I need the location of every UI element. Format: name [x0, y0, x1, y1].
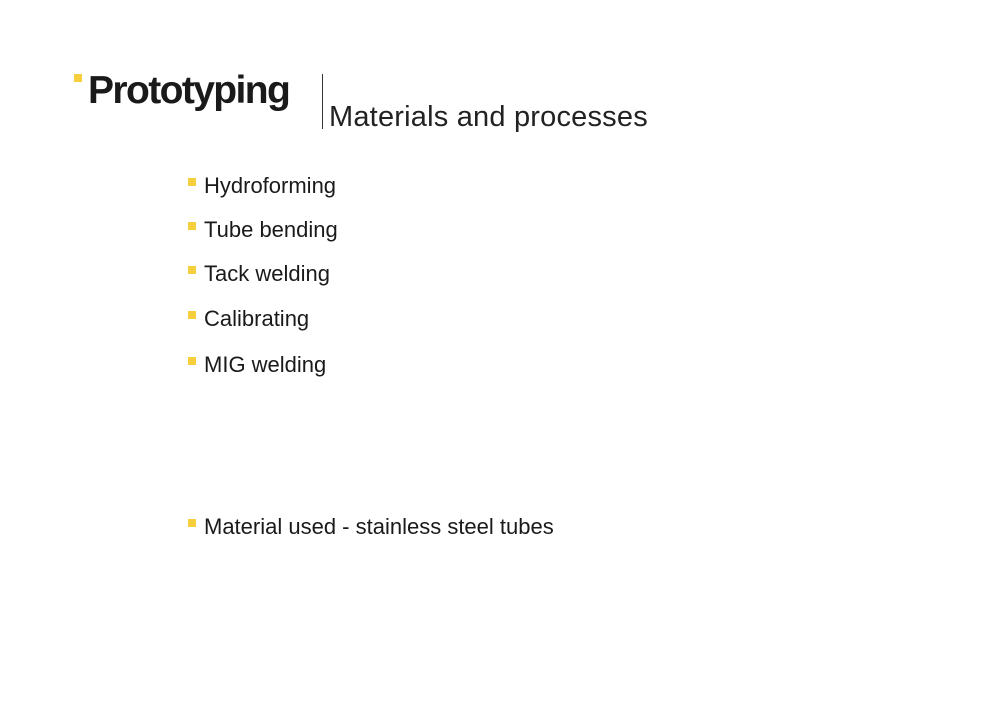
bullet-icon [188, 266, 196, 274]
bullet-icon [188, 178, 196, 186]
bullet-icon [188, 311, 196, 319]
list-item-label: MIG welding [204, 352, 327, 377]
list-item-label: Hydroforming [204, 173, 337, 198]
material-label: Material used - stainless steel tubes [204, 514, 554, 539]
list-item-label: Calibrating [204, 306, 310, 331]
list-item-label: Tack welding [204, 261, 330, 286]
bullet-icon [188, 357, 196, 365]
bullet-icon [188, 222, 196, 230]
title-bullet-icon [74, 74, 82, 82]
page-title: Prototyping [88, 69, 291, 112]
bullet-icon [188, 519, 196, 527]
page-subtitle: Materials and processes [329, 101, 648, 133]
list-item-label: Tube bending [204, 217, 338, 242]
title-divider [322, 74, 323, 129]
